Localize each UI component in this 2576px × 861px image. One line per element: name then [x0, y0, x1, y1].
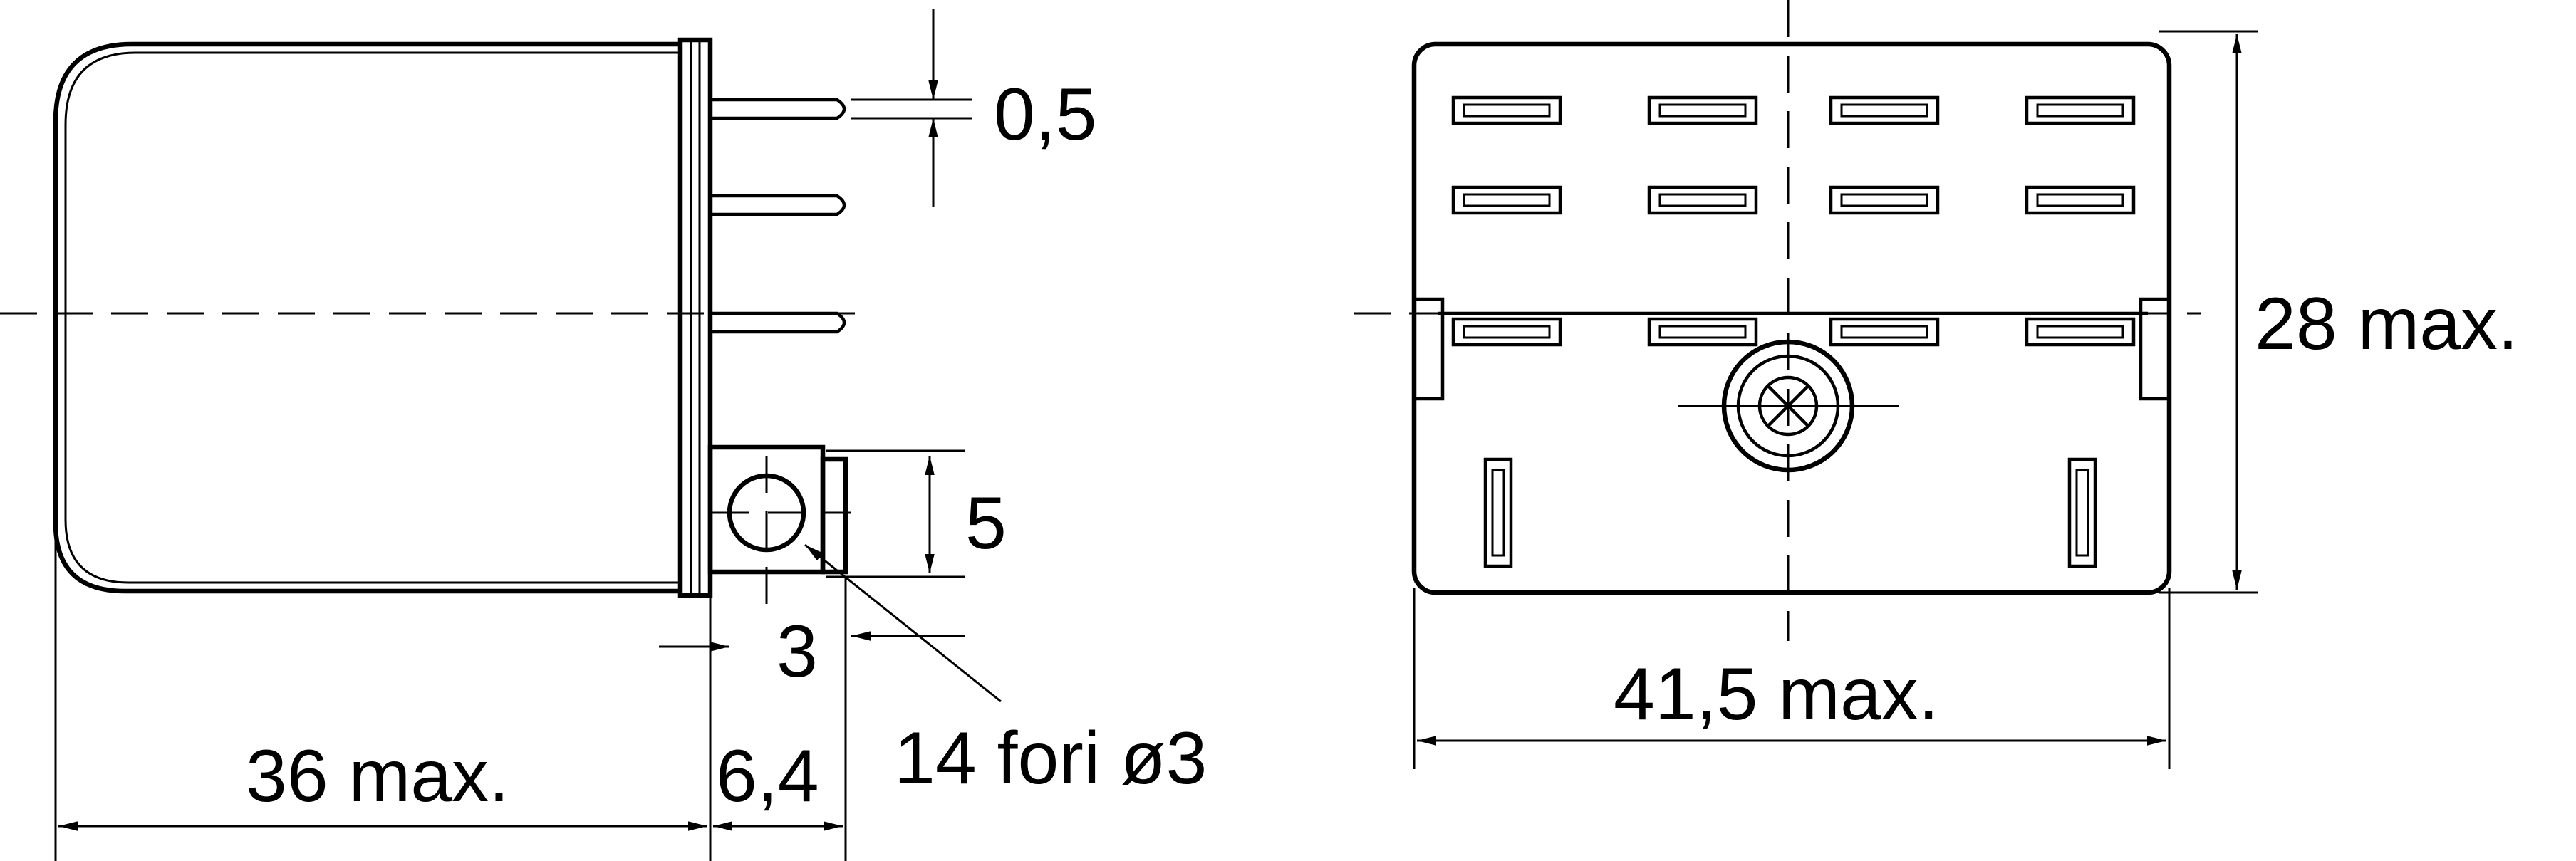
dim-width-label: 41,5 max. — [1614, 653, 1939, 736]
side-view: 0,5 5 3 14 fori ø3 36 max. — [0, 9, 1207, 861]
pins — [710, 98, 846, 334]
relay-cover — [53, 41, 680, 594]
dim-length-label: 36 max. — [246, 735, 509, 818]
dim-hole-diameter-label: 3 — [777, 610, 818, 693]
center-screw — [1678, 339, 1899, 473]
terminal-slots — [1451, 95, 2136, 568]
dim-pin-spacing-label: 5 — [965, 482, 1007, 565]
dim-pin-thickness: 0,5 — [851, 9, 1097, 207]
dim-height-label: 28 max. — [2255, 283, 2518, 365]
mounting-flange — [707, 444, 851, 620]
holes-note-label: 14 fori ø3 — [894, 717, 1207, 800]
holes-note: 14 fori ø3 — [804, 543, 1207, 800]
dim-width: 41,5 max. — [1417, 653, 2166, 746]
dim-height: 28 max. — [2232, 34, 2518, 590]
dim-flange-label: 6,4 — [716, 735, 819, 818]
dim-pin-spacing: 5 — [826, 449, 1007, 578]
dim-hole-diameter: 3 — [659, 610, 965, 693]
front-view: 41,5 max. 28 max. — [1354, 0, 2518, 769]
dim-flange: 6,4 — [713, 735, 843, 831]
dim-pin-thickness-label: 0,5 — [994, 73, 1097, 156]
dim-length: 36 max. — [58, 735, 707, 831]
base-plate — [677, 37, 713, 598]
